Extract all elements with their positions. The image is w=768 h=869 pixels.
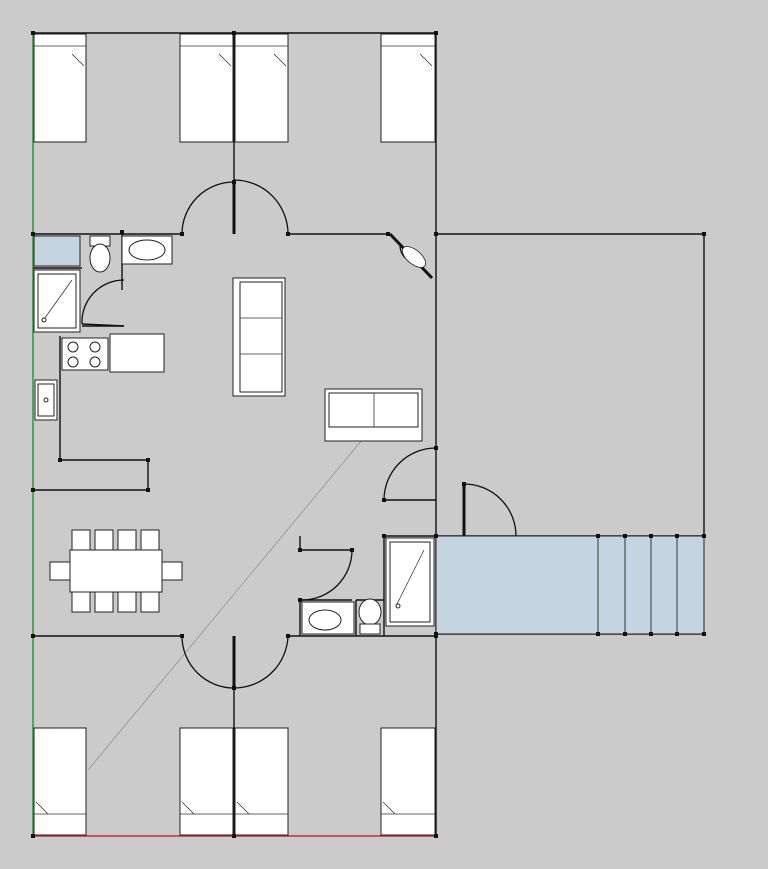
- sink-icon: [34, 379, 58, 421]
- vertex-marker: [434, 534, 438, 538]
- vertex-marker: [702, 534, 706, 538]
- chair-icon: [71, 529, 91, 551]
- laundry-tub: [33, 235, 81, 267]
- vertex-marker: [382, 498, 386, 502]
- vertex-marker: [386, 232, 390, 236]
- vertex-marker: [120, 230, 124, 234]
- vertex-marker: [623, 632, 627, 636]
- vertex-marker: [350, 548, 354, 552]
- table-icon: [69, 549, 163, 593]
- vertex-marker: [623, 534, 627, 538]
- top-bedroom-beds: [33, 33, 436, 143]
- sofa-icon: [232, 277, 286, 397]
- vertex-marker: [180, 634, 184, 638]
- top-bathroom: [33, 235, 173, 333]
- dining-set: [49, 529, 183, 613]
- vertex-marker: [232, 686, 236, 690]
- bed-icon: [179, 33, 234, 143]
- guide-line: [87, 439, 363, 771]
- vertex-marker: [232, 834, 236, 838]
- chair-icon: [94, 591, 114, 613]
- vertex-marker: [675, 632, 679, 636]
- chair-icon: [117, 591, 137, 613]
- vertex-marker: [146, 488, 150, 492]
- chair-icon: [49, 561, 71, 581]
- vertex-marker: [649, 632, 653, 636]
- vertex-marker: [434, 834, 438, 838]
- doors: [81, 179, 517, 689]
- bed-icon: [234, 727, 289, 836]
- vertex-marker: [298, 548, 302, 552]
- vertex-marker: [675, 534, 679, 538]
- counter-icon: [109, 333, 165, 373]
- vertex-marker: [232, 180, 236, 184]
- vertex-marker: [434, 634, 438, 638]
- shower-icon: [385, 537, 435, 627]
- vertex-marker: [31, 31, 35, 35]
- vertex-marker: [31, 634, 35, 638]
- wall-vertex-markers: [31, 31, 706, 838]
- vertex-marker: [434, 446, 438, 450]
- toilet-icon: [89, 235, 111, 273]
- vertex-marker: [702, 232, 706, 236]
- kitchen: [34, 333, 165, 421]
- vertex-marker: [31, 232, 35, 236]
- vertex-marker: [146, 458, 150, 462]
- bed-icon: [179, 727, 234, 836]
- chair-icon: [94, 529, 114, 551]
- bed-icon: [380, 727, 436, 836]
- vertex-marker: [702, 632, 706, 636]
- vertex-marker: [31, 834, 35, 838]
- chair-icon: [117, 529, 137, 551]
- vertex-marker: [298, 598, 302, 602]
- vertex-marker: [434, 31, 438, 35]
- chair-icon: [161, 561, 183, 581]
- bed-icon: [33, 727, 87, 836]
- vertex-marker: [434, 232, 438, 236]
- vertex-marker: [596, 534, 600, 538]
- bottom-bedroom-beds: [33, 727, 436, 836]
- pool-icon: [435, 535, 705, 635]
- stove-icon: [61, 337, 109, 371]
- bed-icon: [234, 33, 289, 143]
- bed-icon: [380, 33, 436, 143]
- vertex-marker: [286, 634, 290, 638]
- sink-icon: [121, 235, 173, 265]
- stair-icon: [597, 536, 678, 634]
- chair-icon: [140, 591, 160, 613]
- toilet-icon: [358, 598, 382, 635]
- vertex-marker: [462, 482, 466, 486]
- vertex-marker: [58, 458, 62, 462]
- vertex-marker: [180, 232, 184, 236]
- vertex-marker: [31, 488, 35, 492]
- vertex-marker: [596, 632, 600, 636]
- vertex-marker: [382, 534, 386, 538]
- vertex-marker: [286, 232, 290, 236]
- lower-bathroom: [301, 537, 435, 635]
- vertex-marker: [649, 534, 653, 538]
- chair-icon: [140, 529, 160, 551]
- bed-icon: [33, 33, 87, 143]
- chair-icon: [71, 591, 91, 613]
- shower-icon: [33, 269, 81, 333]
- vertex-marker: [232, 31, 236, 35]
- sofa-icon: [324, 388, 423, 442]
- sink-icon: [301, 601, 355, 635]
